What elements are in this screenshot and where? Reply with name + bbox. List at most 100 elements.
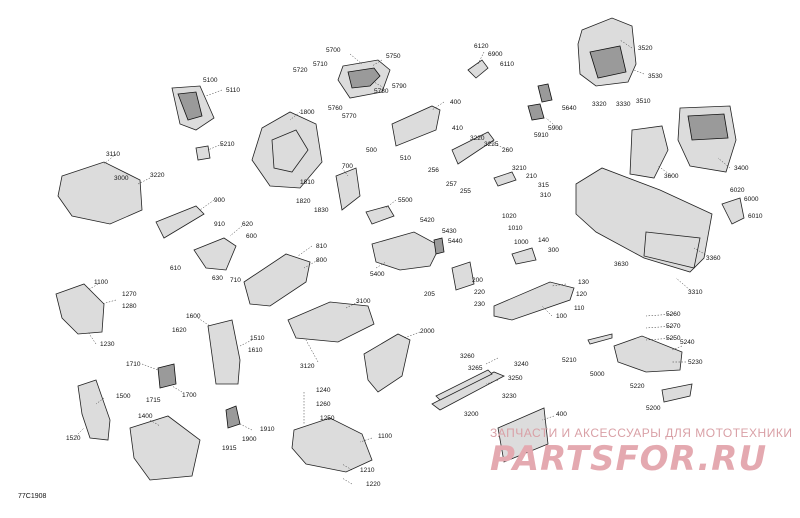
- callout-label: 1400: [138, 413, 153, 420]
- callout-label: 5110: [226, 87, 240, 94]
- watermark-brand: PARTSFOR.RU: [490, 439, 767, 479]
- callout-label: 1210: [360, 467, 375, 474]
- callout-label: 3510: [636, 98, 651, 105]
- callout-label: 400: [450, 99, 461, 106]
- callout-label: 6010: [748, 213, 763, 220]
- callout-label: 800: [316, 257, 327, 264]
- callout-label: 3220: [470, 135, 485, 142]
- callout-label: 6020: [730, 187, 745, 194]
- callout-label: 5900: [548, 125, 563, 132]
- callout-label: 3120: [300, 363, 315, 370]
- callout-label: 5780: [374, 88, 389, 95]
- callout-label: 5700: [326, 47, 341, 54]
- callout-label: 257: [446, 181, 457, 188]
- callout-label: 1100: [94, 279, 108, 286]
- callout-label: 230: [474, 301, 485, 308]
- callout-label: 5770: [342, 113, 357, 120]
- callout-label: 500: [366, 147, 377, 154]
- callout-label: 1620: [172, 327, 187, 334]
- callout-label: 3310: [688, 289, 703, 296]
- callout-label: 5230: [688, 359, 703, 366]
- diagram-code: 77C1908: [18, 493, 47, 500]
- callout-label: 3240: [514, 361, 529, 368]
- callout-label: 1220: [366, 481, 381, 488]
- callout-label: 1100: [378, 433, 392, 440]
- callout-label: 3530: [648, 73, 663, 80]
- callout-label: 3330: [616, 101, 631, 108]
- callout-label: 5200: [646, 405, 661, 412]
- callout-label: 3110: [106, 151, 120, 158]
- leader-lines: [75, 39, 731, 485]
- part-shapes: [55, 17, 745, 481]
- callout-label: 3000: [114, 175, 129, 182]
- callout-label: 900: [214, 197, 225, 204]
- callout-label: 3320: [592, 101, 607, 108]
- callout-label: 3400: [734, 165, 749, 172]
- callout-label: 600: [246, 233, 257, 240]
- callout-label: 5430: [442, 228, 457, 235]
- callout-label: 5400: [370, 271, 385, 278]
- callout-label: 1715: [146, 397, 161, 404]
- callout-label: 3200: [464, 411, 479, 418]
- callout-label: 3265: [468, 365, 483, 372]
- callout-label: 1830: [314, 207, 329, 214]
- callout-label: 5210: [562, 357, 577, 364]
- callout-label: 5910: [534, 132, 549, 139]
- callout-label: 5270: [666, 323, 681, 330]
- callout-label: 5710: [313, 61, 328, 68]
- callout-label: 3250: [508, 375, 523, 382]
- callout-label: 5220: [630, 383, 645, 390]
- callout-label: 1900: [242, 436, 257, 443]
- callout-label: 3520: [638, 45, 653, 52]
- callout-label: 3100: [356, 298, 371, 305]
- callout-label: 130: [578, 279, 589, 286]
- callout-label: 3360: [706, 255, 721, 262]
- callout-label: 5250: [666, 335, 681, 342]
- callout-label: 205: [424, 291, 435, 298]
- callout-label: 260: [502, 147, 513, 154]
- callout-label: 5500: [398, 197, 413, 204]
- callout-label: 1280: [122, 303, 137, 310]
- callout-label: 3260: [460, 353, 475, 360]
- callout-label: 5420: [420, 217, 435, 224]
- callout-label: 5640: [562, 105, 577, 112]
- callout-label: 5210: [220, 141, 235, 148]
- callout-label: 1800: [300, 109, 315, 116]
- callout-label: 1270: [122, 291, 137, 298]
- callout-label: 5000: [590, 371, 605, 378]
- callout-label: 5720: [293, 67, 308, 74]
- callout-label: 120: [576, 291, 587, 298]
- callout-label: 2000: [420, 328, 435, 335]
- callout-label: 1910: [260, 426, 275, 433]
- callout-label: 6120: [474, 43, 489, 50]
- callout-label: 5760: [328, 105, 343, 112]
- callout-label: 255: [460, 188, 471, 195]
- callout-label: 710: [230, 277, 241, 284]
- callout-label: 1500: [116, 393, 131, 400]
- callout-label: 1000: [514, 239, 529, 246]
- callout-label: 910: [214, 221, 225, 228]
- callout-label: 300: [548, 247, 559, 254]
- callout-label: 1520: [66, 435, 81, 442]
- watermark: ЗАПЧАСТИ И АКСЕССУАРЫ ДЛЯ МОТОТЕХНИКИ PA…: [490, 426, 792, 479]
- callout-label: 1010: [508, 225, 523, 232]
- callout-label: 210: [526, 173, 537, 180]
- callout-label: 5440: [448, 238, 463, 245]
- callout-label: 1250: [320, 415, 335, 422]
- callout-label: 3220: [150, 172, 165, 179]
- callout-label: 410: [452, 125, 463, 132]
- callout-label: 140: [538, 237, 549, 244]
- callout-label: 200: [472, 277, 483, 284]
- callout-label: 1915: [222, 445, 237, 452]
- callout-label: 1230: [100, 341, 115, 348]
- callout-label: 3225: [484, 141, 499, 148]
- callout-label: 810: [316, 243, 327, 250]
- callout-label: 1260: [316, 401, 331, 408]
- callout-label: 1710: [126, 361, 141, 368]
- callout-label: 1020: [502, 213, 517, 220]
- callout-label: 3600: [664, 173, 679, 180]
- callout-label: 220: [474, 289, 485, 296]
- callout-label: 6900: [488, 51, 503, 58]
- callout-label: 256: [428, 167, 439, 174]
